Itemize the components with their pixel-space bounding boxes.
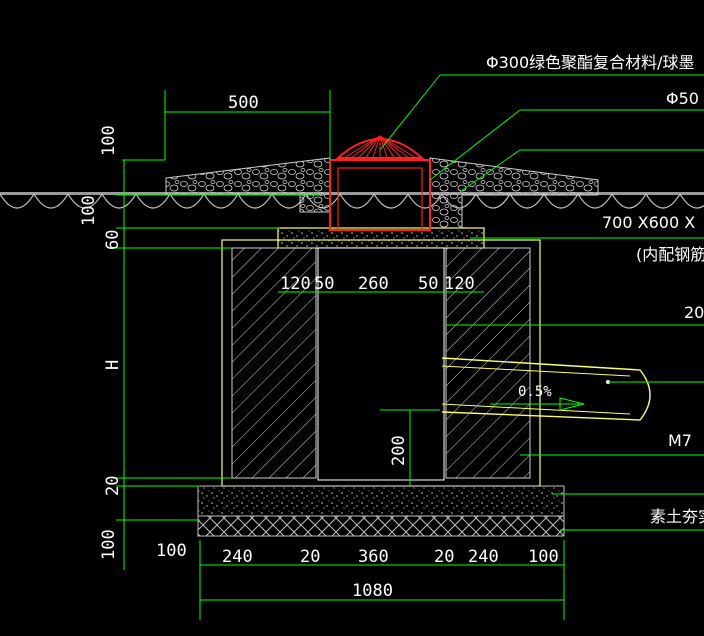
dim-base-240-right: 240 (468, 547, 499, 567)
dim-base-240-left: 240 (222, 547, 253, 567)
dim-total-1080: 1080 (352, 581, 393, 601)
ground-scallop (543, 193, 579, 209)
gravel-mound-right (429, 157, 599, 229)
slope-arrow (490, 397, 585, 411)
dim-sump-200: 200 (389, 435, 409, 466)
grate-rib (379, 135, 417, 159)
dim-inner-50-right: 50 (418, 274, 438, 294)
dim-left-20: 20 (103, 476, 123, 496)
ground-scallop (169, 193, 205, 209)
ground-scallop (33, 193, 69, 209)
dim-left-60: 60 (103, 230, 123, 250)
ground-scallop (237, 193, 273, 209)
grate-rib (372, 135, 381, 159)
dim-top-500: 500 (228, 93, 259, 113)
dim-left-100-mid: 100 (79, 195, 99, 226)
dim-inner-120-left: 120 (280, 274, 311, 294)
gravel-mound (165, 157, 331, 213)
dim-inner-120-right: 120 (444, 274, 475, 294)
dim-left-100-top: 100 (99, 125, 119, 156)
label-20: 20 (684, 303, 704, 322)
ground-scallop (475, 193, 511, 209)
dim-inner-260: 260 (358, 274, 389, 294)
dim-bottom-100-left: 100 (156, 541, 187, 561)
ground-scallop (509, 193, 545, 209)
ground-scallop (101, 193, 137, 209)
dim-inner-50-left: 50 (314, 274, 334, 294)
ground-scallop (373, 193, 409, 209)
ground-scallop (577, 193, 613, 209)
base-concrete (197, 485, 565, 517)
dimension-lines (116, 74, 704, 620)
dim-base-20-right: 20 (434, 547, 454, 567)
ground-scallop (67, 193, 103, 209)
ground-scallop (203, 193, 239, 209)
mortar-label: M7 (668, 431, 692, 450)
dim-left-100-bottom: 100 (99, 529, 119, 560)
phi50-label: Φ50 (666, 89, 699, 108)
dim-base-20-left: 20 (300, 547, 320, 567)
rebar-note-label: (内配钢筋 (636, 245, 704, 264)
grate-rib (379, 135, 388, 159)
ground-scallop (645, 193, 681, 209)
left-wall-hatch (231, 247, 317, 479)
dim-base-100-right: 100 (528, 547, 559, 567)
grate-rib (379, 135, 395, 159)
grate-rib (379, 135, 402, 159)
grate-rib (379, 135, 410, 159)
grate-rib (358, 135, 381, 159)
ground-scallop (611, 193, 647, 209)
ground-scallop (135, 193, 171, 209)
ground-scallop (0, 193, 35, 209)
ground-scallop (679, 193, 704, 209)
ground-scallop (339, 193, 375, 209)
soil-label: 素土夯实 (650, 507, 704, 526)
grate-assembly (329, 135, 431, 231)
dim-left-H: H (103, 360, 123, 370)
outlet-pipe (441, 357, 651, 421)
cover-size-label: 700 X600 X (602, 213, 695, 232)
dim-base-360: 360 (358, 547, 389, 567)
grate-rib (343, 135, 381, 159)
grate-rib (365, 135, 381, 159)
slope-label: 0.5% (518, 384, 552, 400)
grate-rib (350, 135, 381, 159)
base-soil (197, 515, 565, 537)
grate-spec-label: Φ300绿色聚酯复合材料/球墨 (486, 53, 695, 72)
well-inner-chamber (317, 247, 445, 481)
